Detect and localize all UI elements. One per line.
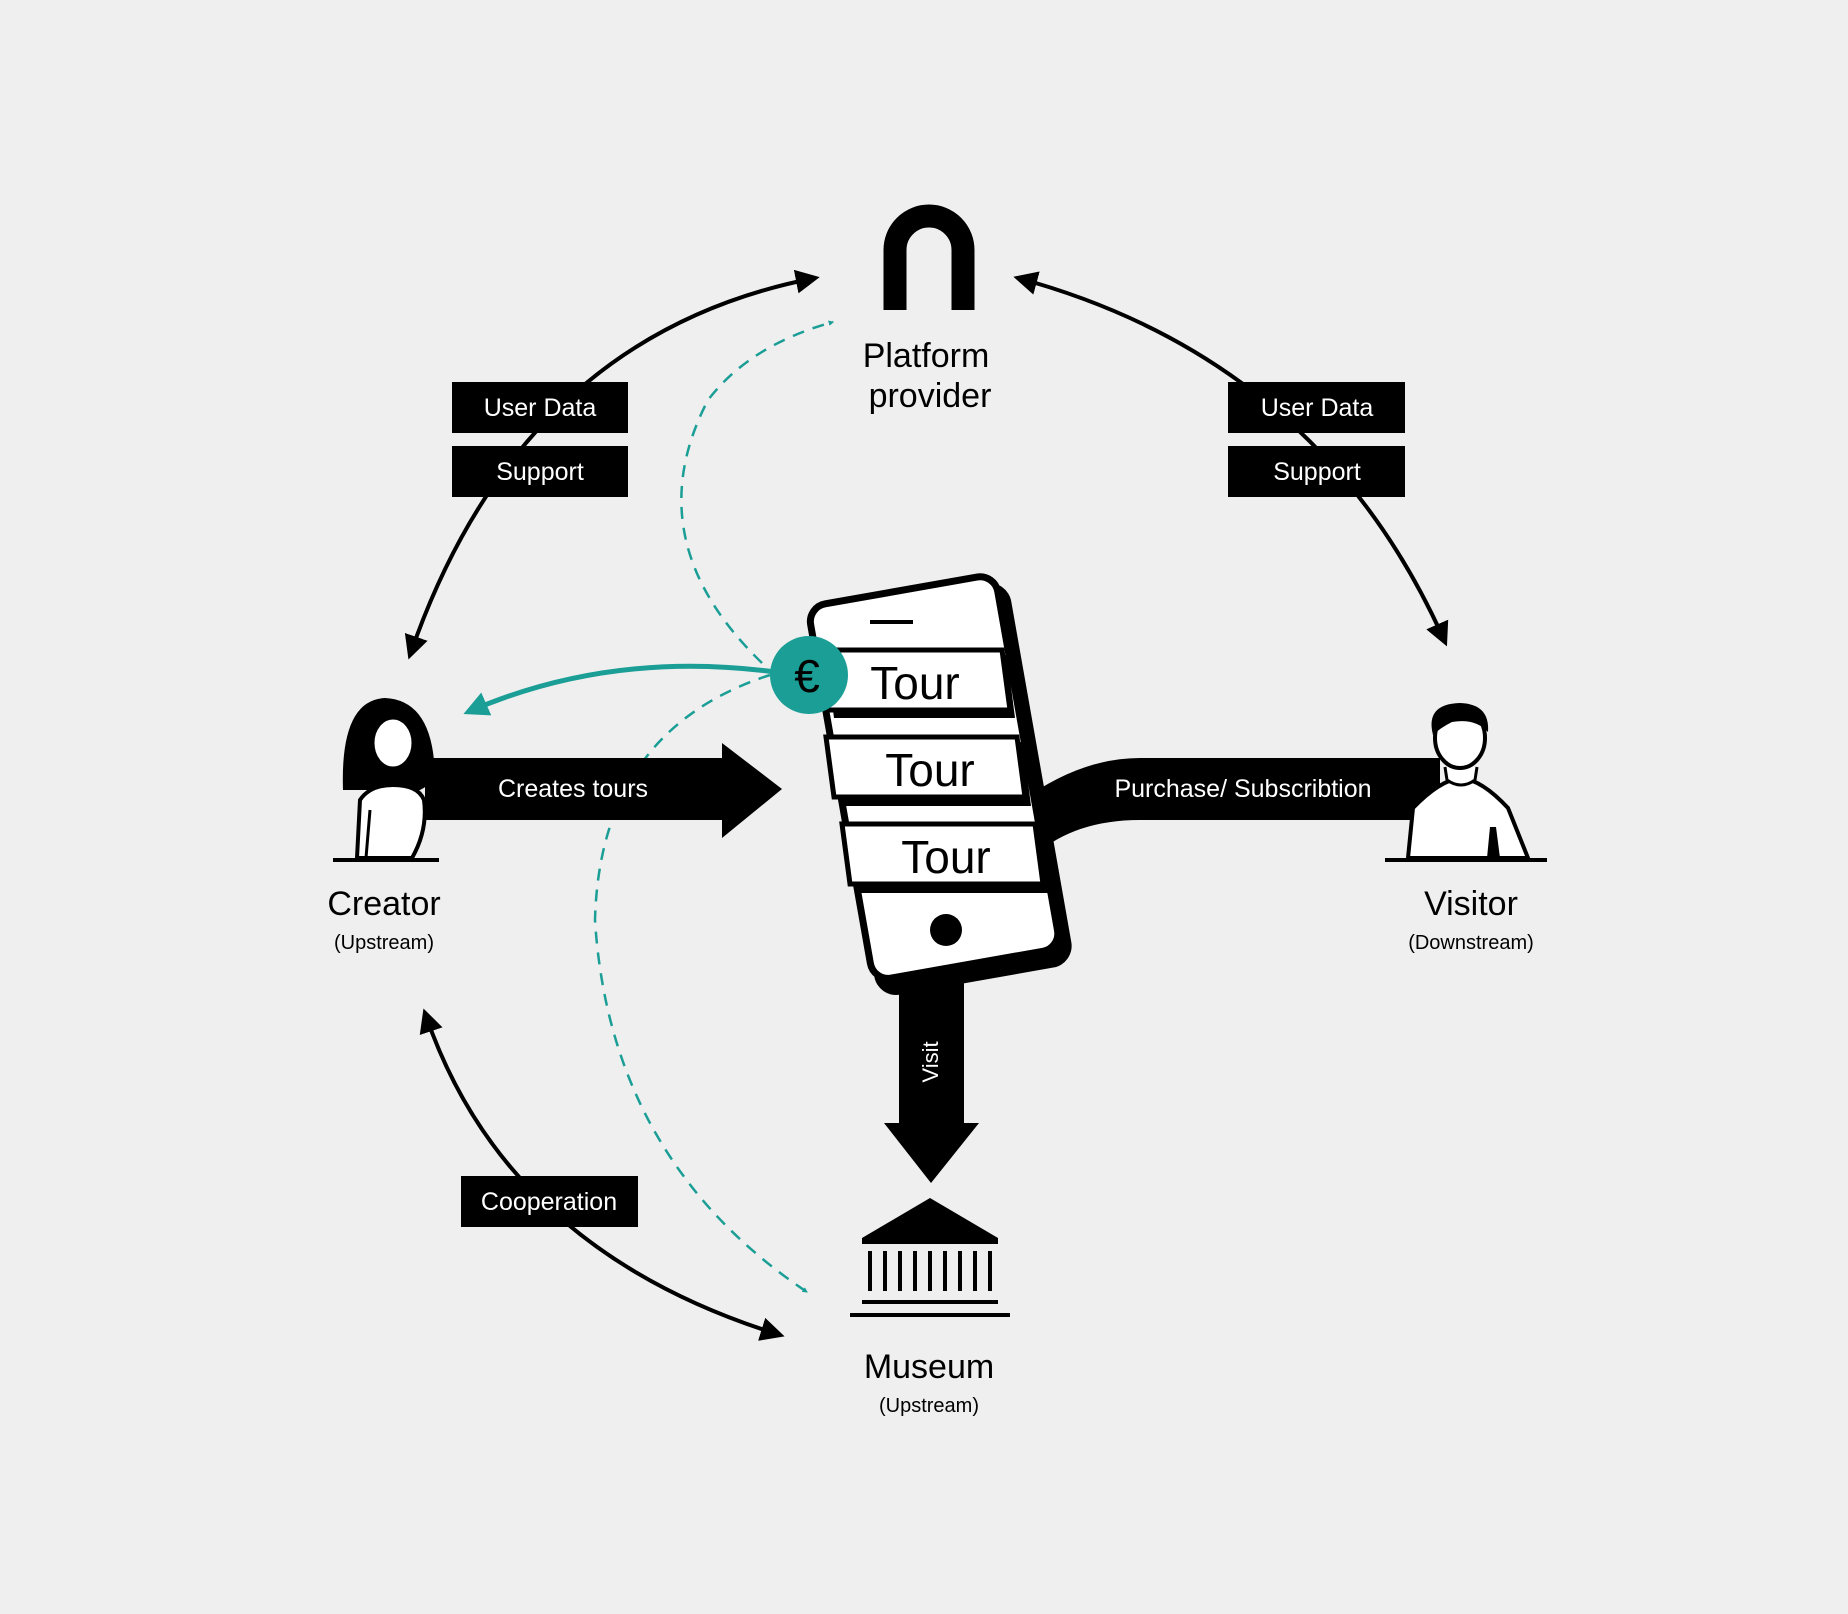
museum-role: (Upstream)	[879, 1395, 979, 1417]
svg-text:User Data: User Data	[1261, 394, 1374, 422]
visit-arrow	[884, 960, 979, 1183]
tour-label: Tour	[901, 831, 990, 883]
purchase-label: Purchase/ Subscribtion	[1114, 775, 1371, 803]
tour-label: Tour	[870, 657, 959, 709]
creates-tours-arrow	[425, 743, 782, 838]
svg-text:User Data: User Data	[484, 394, 597, 422]
visitor-role: (Downstream)	[1408, 932, 1534, 954]
man-icon	[1385, 703, 1547, 862]
money-to-creator-arrow	[463, 663, 776, 716]
woman-icon	[333, 698, 439, 862]
tour-label: Tour	[885, 744, 974, 796]
tour-card: Tour	[823, 734, 1031, 806]
money-to-museum-dashed-arrow	[593, 673, 808, 1294]
visitor-label: Visitor	[1424, 885, 1518, 923]
museum-icon	[850, 1198, 1010, 1317]
tag-user-data-right: User Data	[1228, 382, 1405, 433]
purchase-arrow-band	[1030, 758, 1440, 855]
money-to-platform-dashed-arrow	[680, 320, 835, 664]
tag-support-left: Support	[452, 446, 628, 497]
platform-label-line1: Platform	[863, 337, 990, 375]
tag-support-right: Support	[1228, 446, 1405, 497]
tour-card: Tour	[817, 647, 1015, 718]
euro-coin-icon	[770, 636, 848, 714]
tag-user-data-left: User Data	[452, 382, 628, 433]
creator-label: Creator	[327, 885, 440, 923]
svg-text:Support: Support	[1273, 458, 1361, 486]
museum-label: Museum	[864, 1348, 994, 1386]
magnet-icon	[883, 204, 975, 310]
visit-label: Visit	[918, 1041, 943, 1082]
platform-label-line2: provider	[869, 377, 992, 415]
tour-card: Tour	[839, 821, 1049, 893]
euro-symbol: €	[794, 650, 820, 702]
creates-tours-label: Creates tours	[498, 775, 648, 803]
svg-text:Cooperation: Cooperation	[481, 1188, 617, 1216]
creator-role: (Upstream)	[334, 932, 434, 954]
tag-cooperation: Cooperation	[461, 1176, 638, 1227]
svg-text:Support: Support	[496, 458, 584, 486]
creator-museum-arrow	[419, 1008, 785, 1341]
